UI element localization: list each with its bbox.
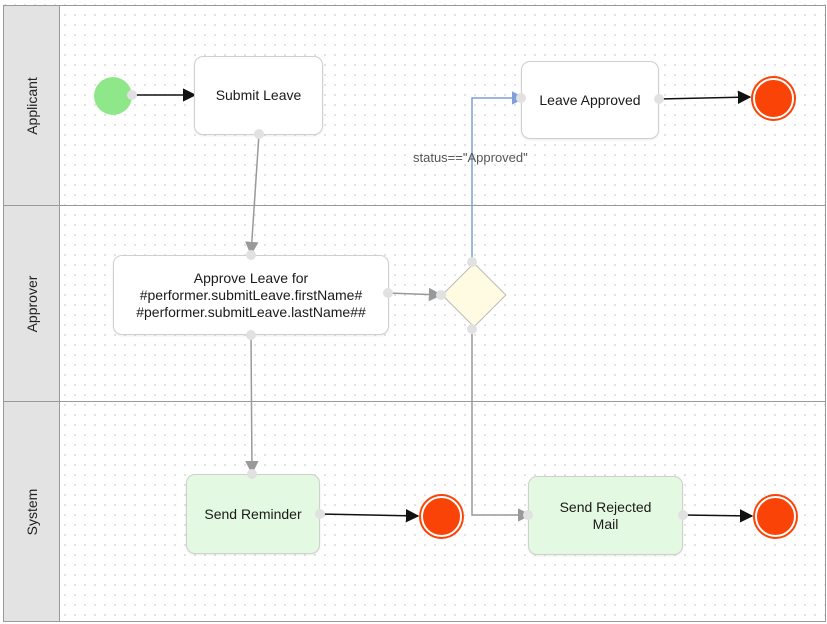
lane-header-approver: Approver [4, 206, 60, 401]
connection-port[interactable] [247, 469, 257, 479]
flow-approve-to-reminder[interactable] [245, 334, 259, 475]
task-send-reminder[interactable]: Send Reminder [186, 474, 320, 554]
end-event-reminder[interactable] [421, 496, 462, 537]
task-label: Approve Leave for #performer.submitLeave… [136, 269, 366, 320]
task-label: Send Reminder [204, 505, 302, 522]
connection-port[interactable] [254, 129, 264, 139]
connection-port[interactable] [467, 257, 477, 267]
connection-port[interactable] [467, 324, 477, 334]
task-submit-leave[interactable]: Submit Leave [194, 56, 323, 135]
task-label: Submit Leave [215, 87, 302, 103]
task-label: Send Rejected Mail [559, 498, 652, 532]
end-event-rejected[interactable] [755, 496, 796, 537]
connection-port[interactable] [246, 330, 256, 340]
connection-port[interactable] [654, 94, 664, 104]
lane-header-applicant: Applicant [4, 6, 60, 205]
lane-header-system: System [4, 402, 60, 621]
connection-port[interactable] [246, 250, 256, 260]
approved-condition-label: status=="Approved" [413, 150, 528, 165]
flow-gateway-to-rejected[interactable] [471, 329, 532, 522]
task-approve-leave[interactable]: Approve Leave for #performer.submitLeave… [113, 255, 389, 335]
flow-rejected-to-end[interactable] [682, 509, 754, 523]
lane-system: System [3, 401, 826, 622]
task-send-rejected-mail[interactable]: Send Rejected Mail [528, 476, 683, 555]
connection-port[interactable] [678, 510, 688, 520]
flow-approve-to-gateway[interactable] [387, 287, 443, 302]
task-label: Leave Approved [539, 91, 641, 108]
connection-port[interactable] [383, 288, 393, 298]
connection-port[interactable] [523, 510, 533, 520]
flow-submit-to-approve[interactable] [245, 133, 260, 256]
task-leave-approved[interactable]: Leave Approved [521, 61, 659, 139]
connection-port[interactable] [315, 509, 325, 519]
flow-gateway-to-approved[interactable] [471, 91, 526, 262]
end-event-approved[interactable] [753, 78, 794, 119]
flow-approved-to-end[interactable] [658, 90, 752, 105]
connection-port[interactable] [436, 290, 446, 300]
connection-port[interactable] [127, 90, 137, 100]
connection-port[interactable] [516, 93, 526, 103]
start-event[interactable] [94, 77, 132, 115]
flow-reminder-to-end[interactable] [319, 509, 420, 523]
